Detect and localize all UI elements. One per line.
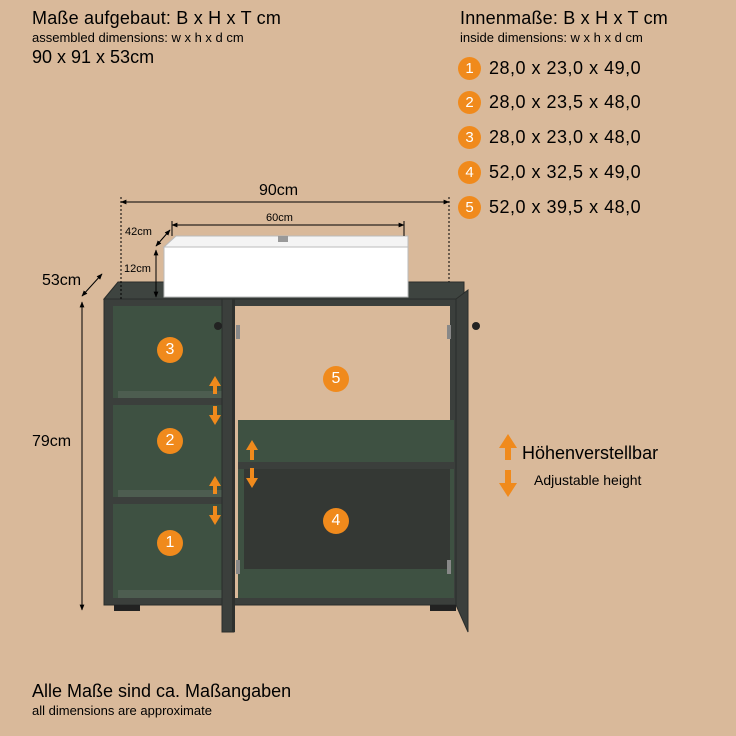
footer-note-en: all dimensions are approximate (32, 703, 212, 718)
number-badge: 4 (458, 160, 481, 184)
legend-title-en: Adjustable height (534, 472, 642, 488)
door-hinge (447, 560, 451, 574)
left-shelf-top-face (118, 391, 225, 398)
left-door-edge (232, 299, 235, 632)
compartment-1-badge: 1 (157, 530, 183, 556)
inside-dimension-row: 5 52,0 x 39,5 x 48,0 (458, 194, 641, 220)
sink-depth-label: 42cm (125, 226, 152, 238)
compartment-4-badge: 4 (323, 508, 349, 534)
compartment-2-badge: 2 (157, 428, 183, 454)
door-knob (472, 322, 480, 330)
inside-dimension-value: 52,0 x 32,5 x 49,0 (489, 161, 642, 182)
number-badge: 3 (458, 125, 481, 149)
sink-basin (163, 246, 409, 298)
inside-dimension-value: 28,0 x 23,5 x 48,0 (489, 91, 642, 112)
inside-dimension-row: 1 28,0 x 23,0 x 49,0 (458, 55, 641, 81)
inside-dimension-row: 4 52,0 x 32,5 x 49,0 (458, 159, 641, 185)
assembled-dimensions-title-en: assembled dimensions: w x h x d cm (32, 30, 244, 45)
number-badge: 5 (458, 195, 481, 219)
sink-width-label: 60cm (266, 212, 293, 224)
inside-dimension-row: 3 28,0 x 23,0 x 48,0 (458, 124, 641, 150)
compartment-3-badge: 3 (157, 337, 183, 363)
adjust-down-arrow (209, 406, 258, 525)
inside-dimensions-title-en: inside dimensions: w x h x d cm (460, 30, 643, 45)
inside-dimension-value: 28,0 x 23,0 x 49,0 (489, 57, 642, 78)
door-knob (214, 322, 222, 330)
left-shelf (113, 398, 225, 405)
depth-label: 53cm (42, 272, 82, 289)
inside-dimension-row: 2 28,0 x 23,5 x 48,0 (458, 89, 641, 115)
adjust-up-arrow (209, 376, 258, 494)
depth-dimension-line (81, 273, 103, 297)
door-hinge (236, 560, 240, 574)
sink-faucet-hole (278, 236, 288, 242)
assembled-dimensions-value: 90 x 91 x 53cm (32, 47, 155, 67)
inside-dimensions-title-de: Innenmaße: B x H x T cm (460, 8, 669, 28)
right-floor-face (238, 570, 452, 598)
left-shelf (113, 497, 225, 504)
cabinet-foot (114, 605, 140, 611)
inside-dimension-value: 52,0 x 39,5 x 48,0 (489, 196, 642, 217)
width-total-label: 90cm (259, 182, 299, 199)
door-hinge (447, 325, 451, 339)
cabinet-foot (430, 605, 456, 611)
height-label: 79cm (32, 433, 72, 450)
right-door (455, 289, 469, 633)
inside-dimension-value: 28,0 x 23,0 x 48,0 (489, 126, 642, 147)
right-shelf-top-face (238, 420, 452, 462)
door-hinge (236, 325, 240, 339)
legend-title-de: Höhenverstellbar (522, 443, 659, 463)
number-badge: 2 (458, 90, 481, 114)
assembled-dimensions-title-de: Maße aufgebaut: B x H x T cm (32, 8, 282, 28)
compartment-5-badge: 5 (323, 366, 349, 392)
sink-depth-dimension-line (155, 229, 171, 247)
sink-height-label: 12cm (124, 263, 151, 275)
footer-note-de: Alle Maße sind ca. Maßangaben (32, 681, 292, 701)
left-shelf-top-face (118, 490, 225, 497)
number-badge: 1 (458, 56, 481, 80)
right-shelf (238, 462, 454, 469)
left-floor-face (118, 590, 225, 598)
legend-down-arrow (499, 470, 517, 497)
legend-up-arrow (499, 434, 517, 460)
